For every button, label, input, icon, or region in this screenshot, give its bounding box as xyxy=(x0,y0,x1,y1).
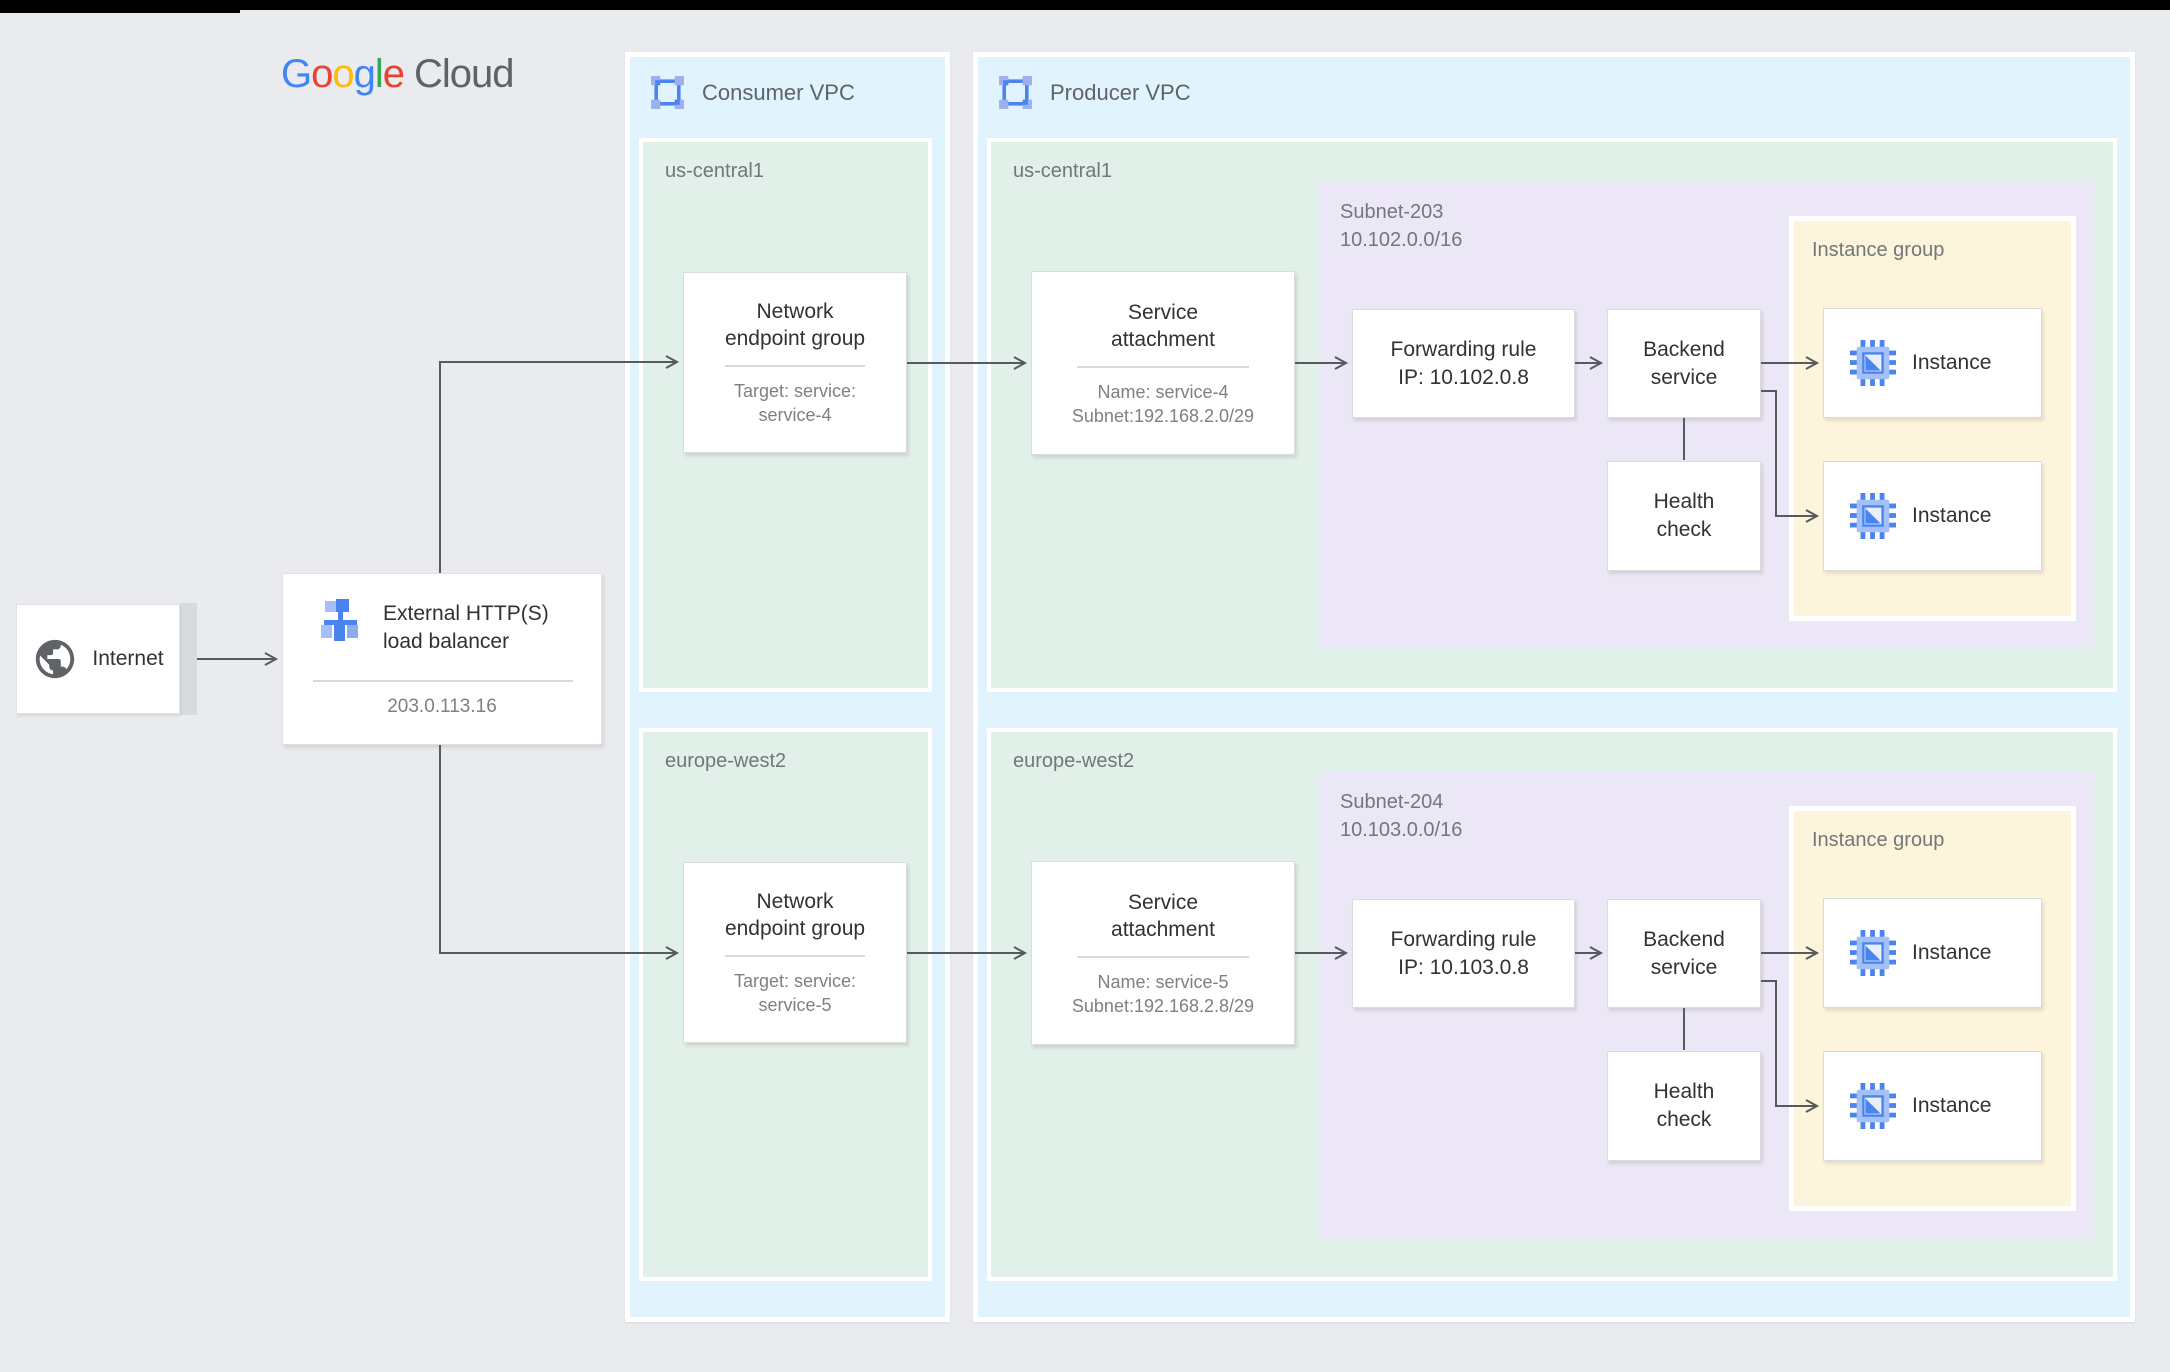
load-balancer-ip: 203.0.113.16 xyxy=(387,696,497,717)
google-logo-letters: Google xyxy=(281,51,405,96)
producer-vpc-title: Producer VPC xyxy=(1050,79,1191,105)
region-label: europe-west2 xyxy=(665,750,787,772)
instance-1b: Instance xyxy=(1823,461,2042,571)
instance-1a: Instance xyxy=(1823,308,2042,418)
service-attachment-title: Service attachment xyxy=(1111,300,1215,351)
producer-vpc-panel: Producer VPC us-central1 Service attachm… xyxy=(973,52,2135,1322)
instance-group-2: Instance group xyxy=(1789,806,2076,1211)
consumer-vpc-header: Consumer VPC xyxy=(649,74,855,111)
subnet-204: Subnet-204 10.103.0.0/16 Forwarding rule… xyxy=(1320,772,2093,1238)
top-black-bar-left xyxy=(0,0,240,13)
producer-region-europe-west2: europe-west2 Service attachment Name: se… xyxy=(987,728,2117,1281)
load-balancer-icon xyxy=(321,599,358,641)
compute-instance-icon xyxy=(1850,340,1896,386)
producer-region-us-central1: us-central1 Service attachment Name: ser… xyxy=(987,138,2117,692)
service-attachment-detail: Name: service-4 Subnet:192.168.2.0/29 xyxy=(1071,381,1255,426)
globe-icon xyxy=(36,639,75,679)
external-https-load-balancer: External HTTP(S) load balancer 203.0.113… xyxy=(282,573,602,745)
neg-detail: Target: service: service-4 xyxy=(733,381,857,425)
consumer-vpc-title: Consumer VPC xyxy=(702,79,855,105)
neg-title: Network endpoint group xyxy=(724,890,866,940)
load-balancer-divider xyxy=(313,680,573,682)
consumer-vpc-panel: Consumer VPC us-central1 Network endpoin… xyxy=(625,52,950,1322)
consumer-region-europe-west2: europe-west2 Network endpoint group Targ… xyxy=(639,728,932,1281)
subnet-label: Subnet-204 10.103.0.0/16 xyxy=(1340,791,1463,841)
instance-2a: Instance xyxy=(1823,898,2042,1008)
forwarding-rule-2: Forwarding rule IP: 10.103.0.8 xyxy=(1352,899,1575,1008)
service-attachment-detail: Name: service-5 Subnet:192.168.2.8/29 xyxy=(1071,971,1255,1016)
service-attachment-divider xyxy=(1077,955,1249,958)
instance-group-1: Instance group xyxy=(1789,216,2076,621)
internet-box-shadow xyxy=(180,603,197,715)
vpc-network-icon xyxy=(999,76,1032,109)
service-attachment-1: Service attachment Name: service-4 Subne… xyxy=(1031,271,1295,455)
internet-node: Internet xyxy=(16,604,180,714)
google-cloud-logo: Google Cloud xyxy=(281,50,515,98)
backend-service-2: Backend service xyxy=(1607,899,1761,1008)
google-logo-cloud-word: Cloud xyxy=(414,51,515,96)
neg-divider xyxy=(725,365,865,367)
service-attachment-divider xyxy=(1077,365,1249,368)
load-balancer-head: External HTTP(S) load balancer xyxy=(317,598,549,656)
region-label: europe-west2 xyxy=(1013,750,1135,772)
forwarding-rule-1: Forwarding rule IP: 10.102.0.8 xyxy=(1352,309,1575,418)
service-attachment-title: Service attachment xyxy=(1111,890,1215,941)
vpc-network-icon xyxy=(651,76,684,109)
top-black-bar xyxy=(0,0,2170,10)
subnet-203: Subnet-203 10.102.0.0/16 Forwarding rule… xyxy=(1320,182,2093,648)
neg-title: Network endpoint group xyxy=(724,300,866,350)
instance-group-label: Instance group xyxy=(1812,239,1945,261)
producer-vpc-header: Producer VPC xyxy=(997,74,1191,111)
internet-label: Internet xyxy=(92,647,164,670)
compute-instance-icon xyxy=(1850,930,1896,976)
neg-divider xyxy=(725,955,865,957)
network-endpoint-group-2: Network endpoint group Target: service: … xyxy=(683,862,907,1043)
instance-group-label: Instance group xyxy=(1812,829,1945,851)
compute-instance-icon xyxy=(1850,1083,1896,1129)
subnet-label: Subnet-203 10.102.0.0/16 xyxy=(1340,201,1463,251)
region-label: us-central1 xyxy=(1013,160,1112,182)
load-balancer-title: External HTTP(S) load balancer xyxy=(383,602,549,653)
instance-2b: Instance xyxy=(1823,1051,2042,1161)
backend-service-1: Backend service xyxy=(1607,309,1761,418)
health-check-1: Health check xyxy=(1607,461,1761,571)
region-label: us-central1 xyxy=(665,160,764,182)
health-check-2: Health check xyxy=(1607,1051,1761,1161)
compute-instance-icon xyxy=(1850,493,1896,539)
consumer-region-us-central1: us-central1 Network endpoint group Targe… xyxy=(639,138,932,692)
neg-detail: Target: service: service-5 xyxy=(733,971,857,1015)
network-endpoint-group-1: Network endpoint group Target: service: … xyxy=(683,272,907,453)
service-attachment-2: Service attachment Name: service-5 Subne… xyxy=(1031,861,1295,1045)
